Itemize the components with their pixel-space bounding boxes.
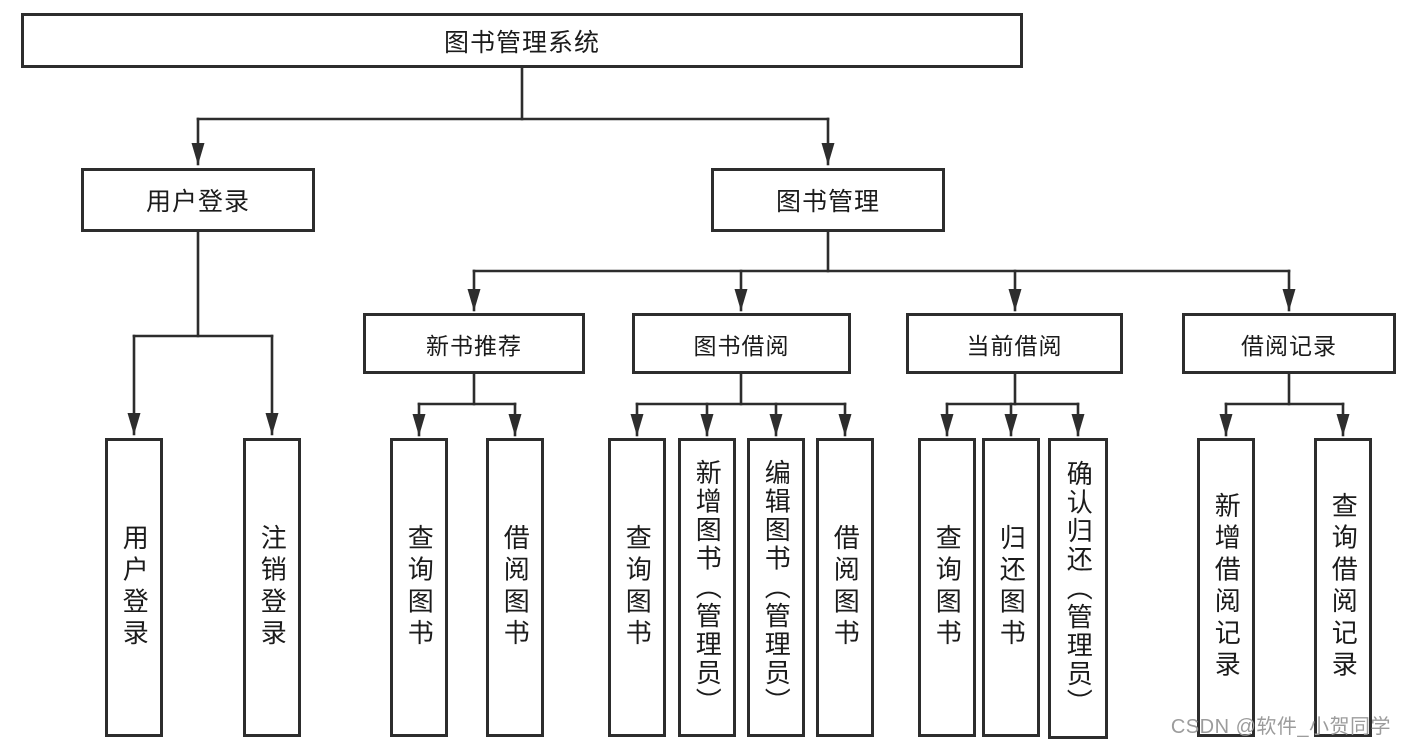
leaf-add-borrow-record-label: 新增借阅记录 (1211, 492, 1242, 683)
leaf-user-login: 用户登录 (105, 438, 163, 737)
node-new-book-recommend: 新书推荐 (363, 313, 585, 374)
node-user-login-branch-label: 用户登录 (145, 188, 250, 216)
node-book-borrow-label: 图书借阅 (693, 332, 790, 359)
leaf-borrow-book: 借阅图书 (816, 438, 874, 737)
leaf-return-book-label: 归还图书 (996, 524, 1027, 651)
node-book-management: 图书管理 (711, 168, 945, 232)
leaf-add-book-admin-label: 新增图书（管理员） (692, 458, 723, 717)
leaf-query-book-borrow: 查询图书 (608, 438, 666, 737)
leaf-query-book-current: 查询图书 (918, 438, 976, 737)
leaf-add-book-admin: 新增图书（管理员） (678, 438, 736, 737)
leaf-query-book-recommend-label: 查询图书 (404, 524, 435, 651)
leaf-edit-book-admin-label: 编辑图书（管理员） (761, 458, 792, 717)
leaf-borrow-book-recommend-label: 借阅图书 (500, 524, 531, 651)
node-borrow-record-label: 借阅记录 (1241, 332, 1337, 359)
leaf-return-book: 归还图书 (982, 438, 1040, 737)
leaf-query-book-borrow-label: 查询图书 (622, 524, 653, 651)
node-current-borrow: 当前借阅 (906, 313, 1123, 374)
watermark: CSDN @软件_小贺同学 (1170, 716, 1391, 738)
leaf-query-book-current-label: 查询图书 (932, 524, 963, 651)
node-new-book-recommend-label: 新书推荐 (426, 332, 522, 359)
leaf-add-borrow-record: 新增借阅记录 (1197, 438, 1255, 737)
leaf-edit-book-admin: 编辑图书（管理员） (747, 438, 805, 737)
node-borrow-record: 借阅记录 (1182, 313, 1396, 374)
node-root-label: 图书管理系统 (443, 28, 600, 57)
leaf-borrow-book-recommend: 借阅图书 (486, 438, 544, 737)
node-book-borrow: 图书借阅 (632, 313, 851, 374)
leaf-query-borrow-record-label: 查询借阅记录 (1328, 492, 1359, 683)
leaf-user-login-label: 用户登录 (119, 524, 150, 651)
leaf-confirm-return-admin-label: 确认归还（管理员） (1063, 459, 1094, 718)
leaf-logout-label: 注销登录 (257, 524, 288, 651)
leaf-query-borrow-record: 查询借阅记录 (1314, 438, 1372, 737)
node-root: 图书管理系统 (21, 13, 1023, 68)
node-current-borrow-label: 当前借阅 (966, 332, 1063, 359)
leaf-confirm-return-admin: 确认归还（管理员） (1048, 438, 1108, 739)
node-book-management-label: 图书管理 (775, 188, 880, 216)
node-user-login-branch: 用户登录 (81, 168, 315, 232)
leaf-logout: 注销登录 (243, 438, 301, 737)
leaf-borrow-book-label: 借阅图书 (830, 524, 861, 651)
leaf-query-book-recommend: 查询图书 (390, 438, 448, 737)
